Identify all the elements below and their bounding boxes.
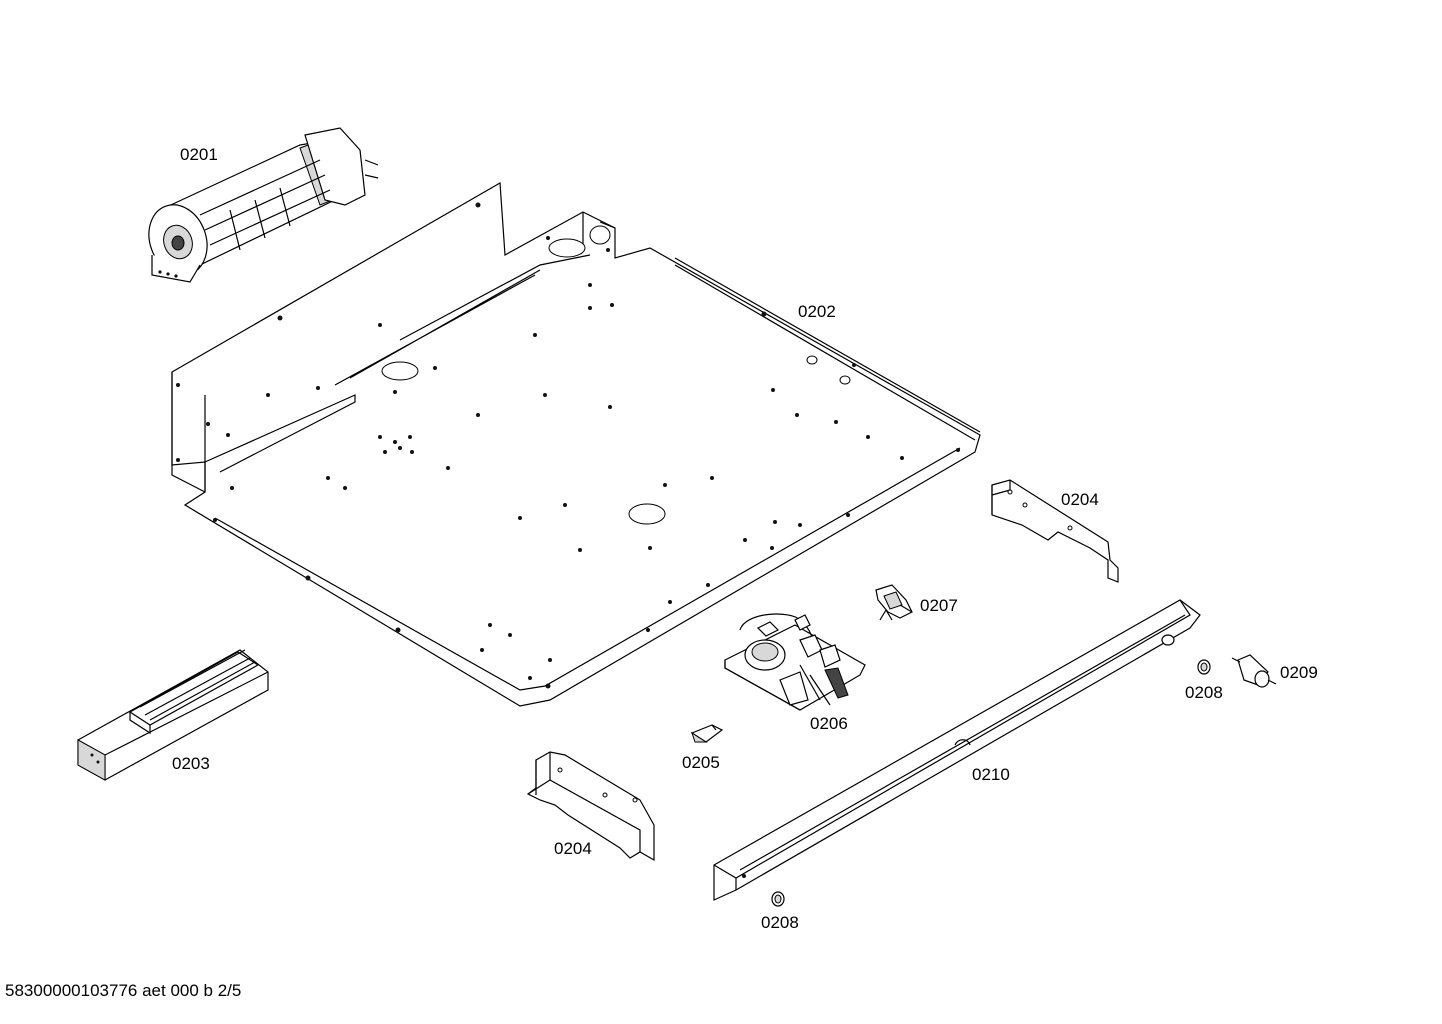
callout-0202: 0202 <box>798 302 836 321</box>
callout-0209: 0209 <box>1280 663 1318 682</box>
bracket-icon <box>991 479 1119 583</box>
module-box-icon <box>77 649 269 781</box>
callout-0207: 0207 <box>920 596 958 615</box>
nut-icon <box>771 891 785 907</box>
switch-icon <box>875 584 913 621</box>
bracket-icon <box>526 751 655 862</box>
motor-assembly-icon <box>724 613 866 711</box>
callout-0204-right: 0204 <box>1061 490 1099 509</box>
callout-0206: 0206 <box>810 714 848 733</box>
callout-0208-right: 0208 <box>1185 683 1223 702</box>
base-tray-panel-icon <box>171 182 981 707</box>
sensor-icon <box>1231 654 1277 688</box>
clip-icon <box>690 724 724 743</box>
rail-icon <box>713 599 1201 901</box>
callout-0210: 0210 <box>972 765 1010 784</box>
callout-0208-lower: 0208 <box>761 913 799 932</box>
callout-0205: 0205 <box>682 753 720 772</box>
fan-motor-icon <box>148 127 379 283</box>
nut-icon <box>1197 659 1211 675</box>
callout-0203: 0203 <box>172 754 210 773</box>
callout-0204-lower: 0204 <box>554 839 592 858</box>
callout-0201: 0201 <box>180 145 218 164</box>
document-id: 58300000103776 aet 000 b 2/5 <box>5 981 242 1000</box>
